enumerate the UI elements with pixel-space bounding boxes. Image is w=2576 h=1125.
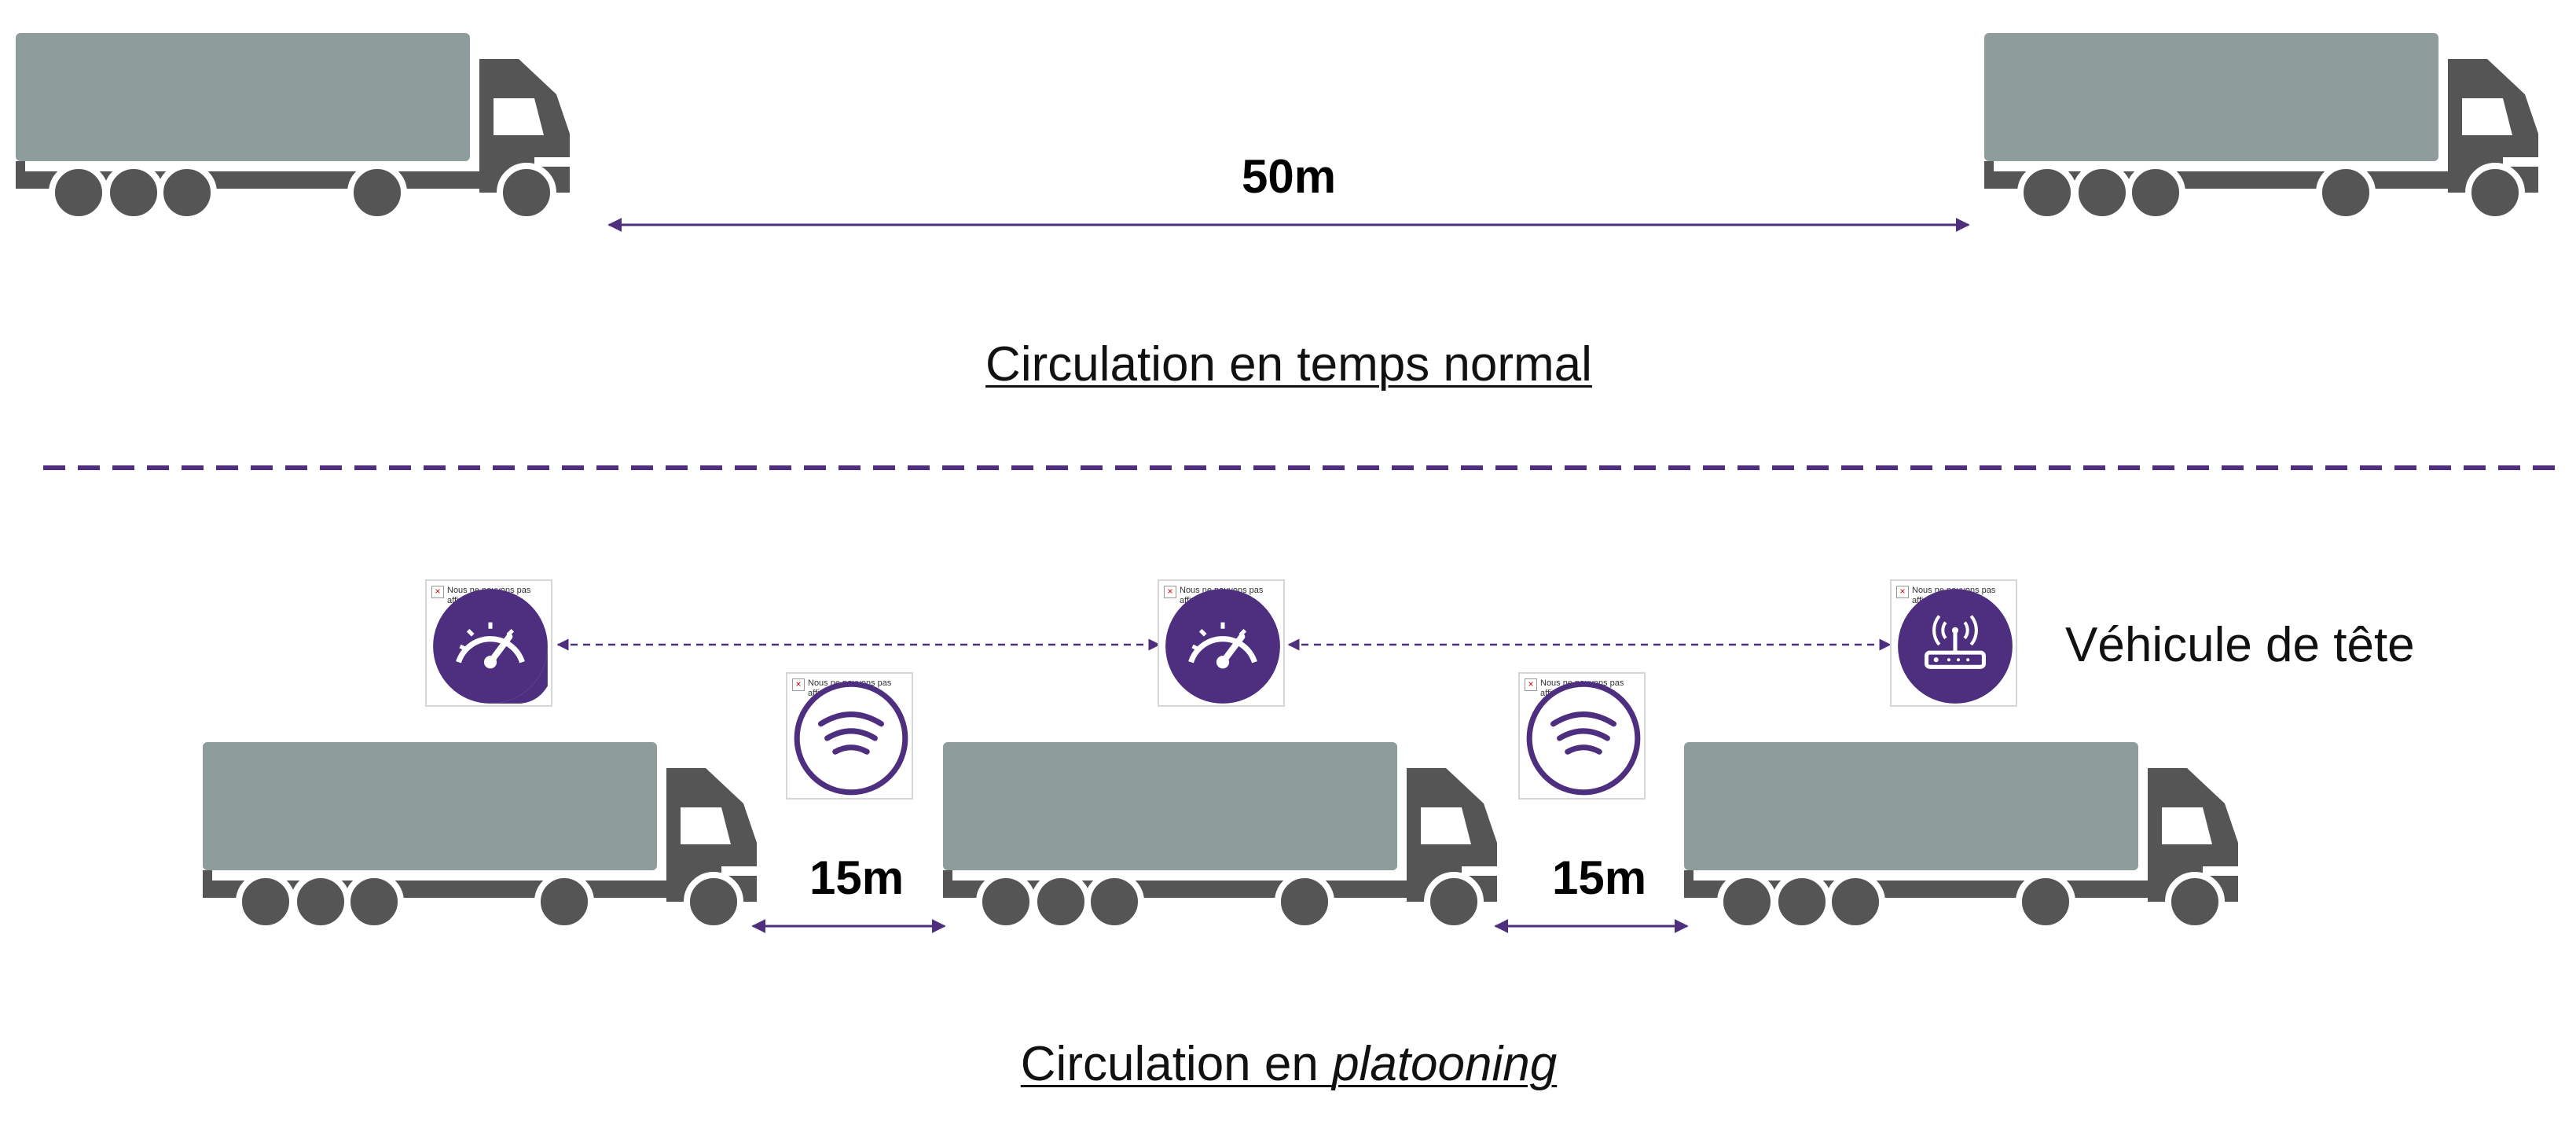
speedometer-icon [1165,589,1280,704]
caption-platooning-prefix: Circulation en [1020,1037,1333,1091]
truck-platoon-middle [943,741,1509,929]
gap-label-2: 15m [1551,851,1647,904]
truck-top-left [16,31,582,220]
dashed-divider [43,465,2562,470]
lead-vehicle-label: Véhicule de tête [2065,618,2415,672]
distance-label-50m: 50m [1241,150,1337,203]
truck-top-right [1984,31,2550,220]
router-antenna-icon [1898,589,2013,704]
truck-platoon-rear [203,741,769,929]
caption-normal: Circulation en temps normal [985,337,1592,392]
caption-platooning: Circulation en platooning [896,1036,1682,1092]
signal-waves-icon [1526,681,1641,796]
caption-platooning-italic: platooning [1332,1037,1558,1091]
truck-platoon-lead [1684,741,2250,929]
speedometer-icon [433,589,548,704]
signal-waves-icon [794,681,908,796]
gap-label-1: 15m [809,851,905,904]
